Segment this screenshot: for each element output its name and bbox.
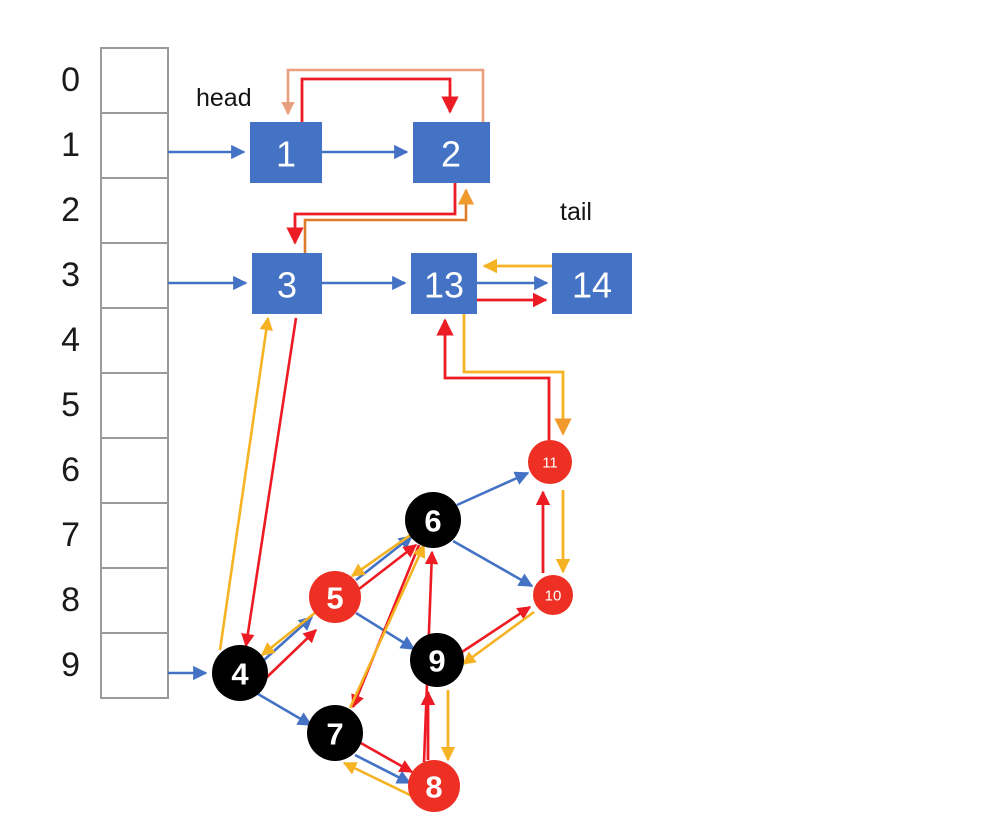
edge-node10-to-node9-orange	[461, 610, 535, 666]
node-11-label: 11	[542, 455, 558, 472]
edge-box2-to-box3-red	[286, 183, 457, 245]
edge-node11-to-box13-red	[436, 318, 551, 440]
array-cell-1[interactable]	[100, 112, 169, 179]
node-5-label: 5	[326, 581, 343, 616]
list-boxes[interactable]: 1 2 3 13 14	[250, 122, 632, 314]
edge-box1-to-box2-red	[300, 77, 459, 122]
box-14[interactable]: 14	[552, 253, 632, 314]
node-7-circle[interactable]	[307, 705, 363, 761]
array-index-6: 6	[61, 451, 80, 489]
edge-node9-to-node10-red	[461, 605, 532, 654]
box-3[interactable]: 3	[252, 253, 322, 314]
node-6-circle[interactable]	[405, 492, 461, 548]
edge-box2-to-box1-salmon	[281, 68, 485, 122]
list-next-edges	[322, 144, 549, 291]
node-8-label: 8	[425, 770, 442, 805]
edge-box3-to-box2-orange	[303, 188, 475, 253]
graph-edges	[257, 471, 571, 798]
box-1-label: 1	[276, 134, 296, 175]
box-2[interactable]: 2	[413, 122, 490, 183]
array-index-3: 3	[61, 256, 80, 294]
edge-node4-to-node7-blue	[257, 692, 313, 727]
edge-node4-to-node5-red	[265, 629, 317, 679]
node-6-label: 6	[424, 504, 441, 539]
node-6[interactable]: 6	[405, 492, 461, 548]
box-3-label: 3	[277, 265, 297, 306]
array-cell-2[interactable]	[100, 177, 169, 244]
tail-label: tail	[560, 198, 592, 226]
box-14-label: 14	[572, 265, 612, 306]
node-9-circle[interactable]	[410, 633, 464, 687]
node-5[interactable]: 5	[309, 571, 361, 623]
edge-node4-to-node5-blue	[263, 616, 314, 661]
box-2-label: 2	[441, 134, 461, 175]
array-cell-7[interactable]	[100, 502, 169, 569]
edge-node5-to-node6-red	[358, 543, 418, 591]
box2-box3-loop-edges	[286, 183, 475, 253]
head-label: head	[196, 84, 252, 112]
array-cell-8[interactable]	[100, 567, 169, 634]
box-13-label: 13	[424, 265, 464, 306]
box-3-rect[interactable]	[252, 253, 322, 314]
node-10-label: 10	[545, 588, 562, 605]
edge-node7-to-node8-blue	[354, 753, 412, 785]
node-9-label: 9	[428, 644, 445, 679]
array-index-0: 0	[61, 61, 80, 99]
array-cell-6[interactable]	[100, 437, 169, 504]
box3-node4-edges	[218, 316, 298, 651]
box-13[interactable]: 13	[411, 253, 477, 314]
array-cell-3[interactable]	[100, 242, 169, 309]
hash-table-array[interactable]	[100, 47, 169, 699]
box13-node11-edges	[436, 314, 572, 440]
edge-node4-to-box3-orange	[218, 316, 273, 651]
edge-node7-to-node8-red	[358, 740, 414, 774]
edge-node5-to-node4-orange	[260, 610, 317, 657]
node-11-circle[interactable]	[528, 440, 572, 484]
box-14-rect[interactable]	[552, 253, 632, 314]
edge-node6-to-node5-orange	[350, 532, 413, 578]
box-1-rect[interactable]	[250, 122, 322, 183]
edge-box13-to-node11-orange	[462, 314, 572, 436]
node-11[interactable]: 11	[528, 440, 572, 484]
node-5-circle[interactable]	[309, 571, 361, 623]
array-cell-4[interactable]	[100, 307, 169, 374]
box1-box2-loop-edges	[281, 68, 485, 122]
node-10[interactable]: 10	[533, 575, 573, 615]
bucket-pointer-edges	[168, 144, 248, 681]
edge-node6-to-node10-blue	[452, 539, 534, 588]
graph-nodes[interactable]: 4 5 6 7 8 9 10	[212, 440, 573, 812]
node-4[interactable]: 4	[212, 645, 268, 701]
array-index-8: 8	[61, 581, 80, 619]
node-8-circle[interactable]	[408, 760, 460, 812]
edge-node5-to-node6-blue	[355, 534, 414, 582]
node-9[interactable]: 9	[410, 633, 464, 687]
edge-node8-to-node7-orange	[342, 761, 413, 798]
array-cell-0[interactable]	[100, 47, 169, 114]
node-7-label: 7	[326, 717, 343, 752]
array-index-1: 1	[61, 126, 80, 164]
box-13-rect[interactable]	[411, 253, 477, 314]
array-index-7: 7	[61, 516, 80, 554]
box-2-rect[interactable]	[413, 122, 490, 183]
edge-node7-to-node6-orange	[348, 543, 426, 709]
node-10-circle[interactable]	[533, 575, 573, 615]
array-index-4: 4	[61, 321, 80, 359]
array-index-2: 2	[61, 191, 80, 229]
node-4-label: 4	[231, 657, 249, 692]
edge-box3-to-node4-red	[241, 317, 298, 648]
node-4-circle[interactable]	[212, 645, 268, 701]
array-cell-5[interactable]	[100, 372, 169, 439]
array-cell-9[interactable]	[100, 632, 169, 699]
edge-node6-to-node11-blue	[456, 471, 530, 507]
array-index-5: 5	[61, 386, 80, 424]
array-index-9: 9	[61, 646, 80, 684]
box-1[interactable]: 1	[250, 122, 322, 183]
node-8[interactable]: 8	[408, 760, 460, 812]
node-7[interactable]: 7	[307, 705, 363, 761]
